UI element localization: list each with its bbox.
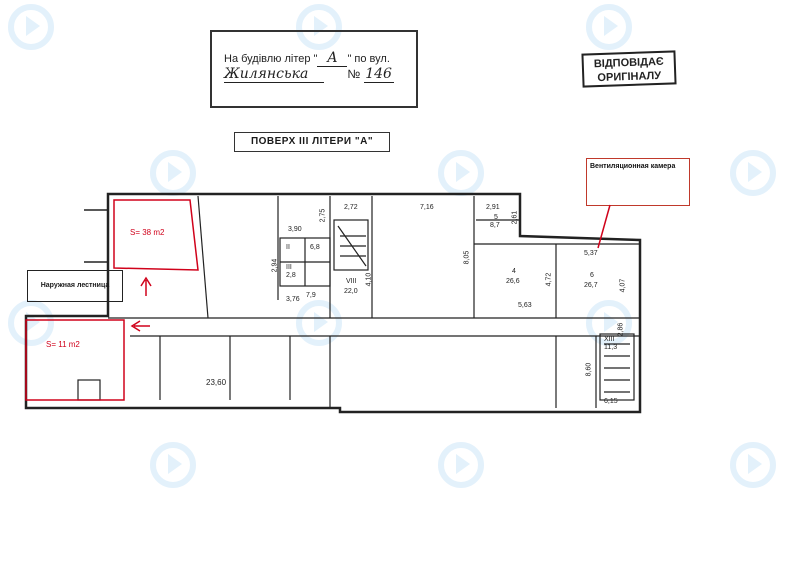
area-label-1: S= 38 m2 [130, 228, 165, 237]
partition [197, 195, 209, 319]
dimension-label: 5,37 [584, 250, 598, 257]
dimension-label: 23,60 [206, 378, 227, 387]
arrow-left-icon [130, 320, 150, 332]
stair-left [84, 209, 109, 263]
dimension-label: 8,05 [463, 250, 471, 265]
watermark-logo-icon [730, 442, 776, 488]
outer-wall [24, 192, 642, 414]
floor-title: ПОВЕРХ III ЛІТЕРИ "А" [234, 132, 390, 152]
dimension-label: 5,63 [518, 302, 532, 309]
dimension-label: 2,61 [511, 210, 519, 225]
dimension-label: III [286, 264, 292, 271]
dimension-label: II [286, 244, 290, 251]
stair-center [333, 219, 369, 271]
dimension-label: 3,90 [288, 226, 302, 233]
dimension-label: 4 [512, 268, 516, 275]
dimension-label: 2,91 [486, 204, 500, 211]
dimension-label: 7,16 [420, 204, 434, 211]
dimension-label: 6 [590, 272, 594, 279]
closet [77, 379, 101, 401]
watermark-logo-icon [586, 300, 632, 346]
document-header-box: На будівлю літер "А" по вул. Жилянська №… [210, 30, 418, 108]
dimension-label: VIII [346, 278, 357, 285]
dimension-label: XIII [604, 336, 615, 343]
area-label-2: S= 11 m2 [46, 340, 80, 349]
dimension-label: 2,8 [286, 272, 296, 279]
dimension-label: 2,94 [271, 258, 279, 273]
arrow-up-icon [140, 276, 152, 296]
vent-chamber-note: Вентиляционная камера [586, 158, 690, 206]
stair-right [599, 333, 635, 401]
dimension-label: 5 [494, 214, 498, 221]
highlighted-area-1 [113, 199, 199, 271]
dimension-label: 4,72 [545, 272, 553, 287]
watermark-logo-icon [8, 4, 54, 50]
watermark-logo-icon [296, 300, 342, 346]
dimension-label: 2,86 [617, 322, 625, 337]
dimension-label: 4,10 [365, 272, 373, 287]
dimension-label: 6,15 [604, 398, 618, 405]
vent-leader-line [597, 204, 611, 249]
header-line-1: На будівлю літер "А" по вул. [224, 50, 390, 67]
dimension-label: 4,07 [619, 278, 627, 293]
dimension-label: 26,7 [584, 282, 598, 289]
dimension-label: 8,60 [585, 362, 593, 377]
highlighted-area-2 [25, 319, 125, 401]
outdoor-stair-label: Наружная лестница [27, 270, 123, 302]
dimension-label: 3,76 [286, 296, 300, 303]
dimension-label: 2,72 [344, 204, 358, 211]
dimension-label: 7,9 [306, 292, 316, 299]
dimension-label: 26,6 [506, 278, 520, 285]
watermark-logo-icon [150, 442, 196, 488]
dimension-label: 6,8 [310, 244, 320, 251]
dimension-label: 2,75 [319, 208, 327, 223]
header-line-2: Жилянська № 146 [224, 66, 394, 83]
watermark-logo-icon [586, 4, 632, 50]
dimension-label: 11,3 [604, 344, 618, 351]
dimension-label: 8,7 [490, 222, 500, 229]
watermark-logo-icon [730, 150, 776, 196]
watermark-logo-icon [438, 442, 484, 488]
dimension-label: 22,0 [344, 288, 358, 295]
